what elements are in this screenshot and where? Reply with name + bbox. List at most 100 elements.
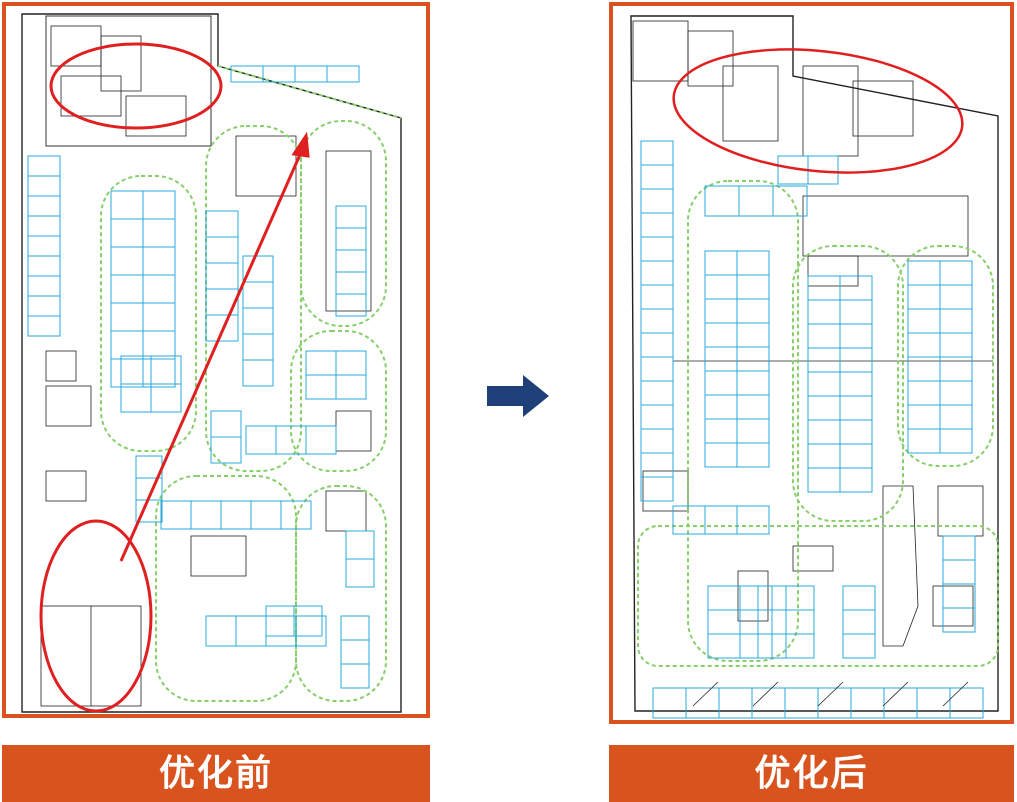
parking-stall xyxy=(739,585,773,611)
parking-stall xyxy=(736,322,770,348)
parking-stall xyxy=(807,323,841,349)
parking-stall xyxy=(939,404,973,430)
parking-stall xyxy=(210,410,242,438)
parking-stall xyxy=(345,558,375,588)
parking-stall xyxy=(27,215,61,237)
parking-stall xyxy=(807,467,841,493)
parking-stall xyxy=(110,246,144,276)
parking-stall xyxy=(736,250,770,276)
parking-stall xyxy=(704,250,738,276)
parking-stall xyxy=(235,615,267,647)
parking-stall xyxy=(205,615,237,647)
parking-stall xyxy=(942,535,976,561)
parking-stall xyxy=(736,418,770,444)
parking-stall xyxy=(210,436,242,464)
parking-stall xyxy=(640,380,674,406)
parking-stall xyxy=(839,419,873,445)
parking-stall xyxy=(916,687,951,719)
parking-stall xyxy=(704,418,738,444)
parking-stall xyxy=(110,358,144,388)
parking-stall xyxy=(707,609,741,635)
parking-stall xyxy=(205,210,239,238)
parking-stall xyxy=(640,284,674,310)
parking-stall xyxy=(27,275,61,297)
parking-stall xyxy=(142,302,176,332)
parking-stall xyxy=(704,298,738,324)
parking-stall xyxy=(335,205,367,229)
parking-stall xyxy=(736,298,770,324)
parking-stall xyxy=(205,314,239,342)
parking-stall xyxy=(736,394,770,420)
parking-stall xyxy=(335,350,367,376)
parking-stall xyxy=(220,500,252,530)
parking-stall xyxy=(704,322,738,348)
parking-stall xyxy=(640,332,674,358)
parking-stall xyxy=(142,246,176,276)
parking-stall xyxy=(305,425,337,455)
parking-stall xyxy=(942,607,976,633)
parking-stall xyxy=(245,425,277,455)
parking-stall xyxy=(27,155,61,177)
parking-stall xyxy=(842,609,876,635)
parking-stall xyxy=(640,308,674,334)
parking-stall xyxy=(704,346,738,372)
parking-stall xyxy=(190,500,222,530)
parking-stall xyxy=(939,380,973,406)
parking-stall xyxy=(907,308,941,334)
parking-stall xyxy=(807,419,841,445)
parking-stall xyxy=(640,260,674,286)
parking-stall xyxy=(907,284,941,310)
parking-stall xyxy=(142,274,176,304)
parking-stall xyxy=(949,687,984,719)
parking-stall xyxy=(110,274,144,304)
parking-stall xyxy=(142,330,176,360)
parking-stall xyxy=(817,687,852,719)
parking-stall xyxy=(110,302,144,332)
plan-after-panel xyxy=(609,2,1014,724)
floor-plan-before xyxy=(21,13,402,713)
parking-stall xyxy=(839,323,873,349)
parking-stall xyxy=(839,347,873,373)
parking-stall xyxy=(340,639,370,665)
parking-stall xyxy=(772,185,808,217)
parking-stall xyxy=(736,346,770,372)
parking-stall xyxy=(27,195,61,217)
parking-stall xyxy=(784,687,819,719)
parking-stall xyxy=(205,236,239,264)
parking-stall xyxy=(280,500,312,530)
parking-stall xyxy=(738,185,774,217)
parking-stall xyxy=(110,190,144,220)
parking-stall xyxy=(326,65,360,83)
parking-stall xyxy=(345,530,375,560)
parking-stall xyxy=(640,476,674,502)
parking-stall xyxy=(142,190,176,220)
parking-stall xyxy=(27,235,61,257)
parking-stall xyxy=(704,394,738,420)
parking-stall xyxy=(205,262,239,290)
parking-stall xyxy=(704,274,738,300)
parking-stall xyxy=(850,687,885,719)
parking-stall xyxy=(939,308,973,334)
parking-stall xyxy=(295,615,327,647)
parking-stall xyxy=(120,355,152,385)
parking-stall xyxy=(907,404,941,430)
parking-stall xyxy=(640,188,674,214)
parking-stall xyxy=(640,452,674,478)
parking-stall xyxy=(640,236,674,262)
parking-stall xyxy=(807,371,841,397)
parking-stall xyxy=(807,347,841,373)
parking-stall xyxy=(939,332,973,358)
parking-stall xyxy=(907,380,941,406)
parking-stall xyxy=(305,350,337,376)
parking-stall xyxy=(707,633,741,659)
parking-stall xyxy=(120,383,152,413)
parking-stall xyxy=(142,218,176,248)
parking-stall xyxy=(265,605,295,637)
parking-stall xyxy=(160,500,192,530)
parking-stall xyxy=(27,175,61,197)
parking-stall xyxy=(205,288,239,316)
parking-stall xyxy=(785,609,815,635)
parking-stall xyxy=(242,255,274,283)
parking-stall xyxy=(883,687,918,719)
parking-stall xyxy=(150,383,182,413)
